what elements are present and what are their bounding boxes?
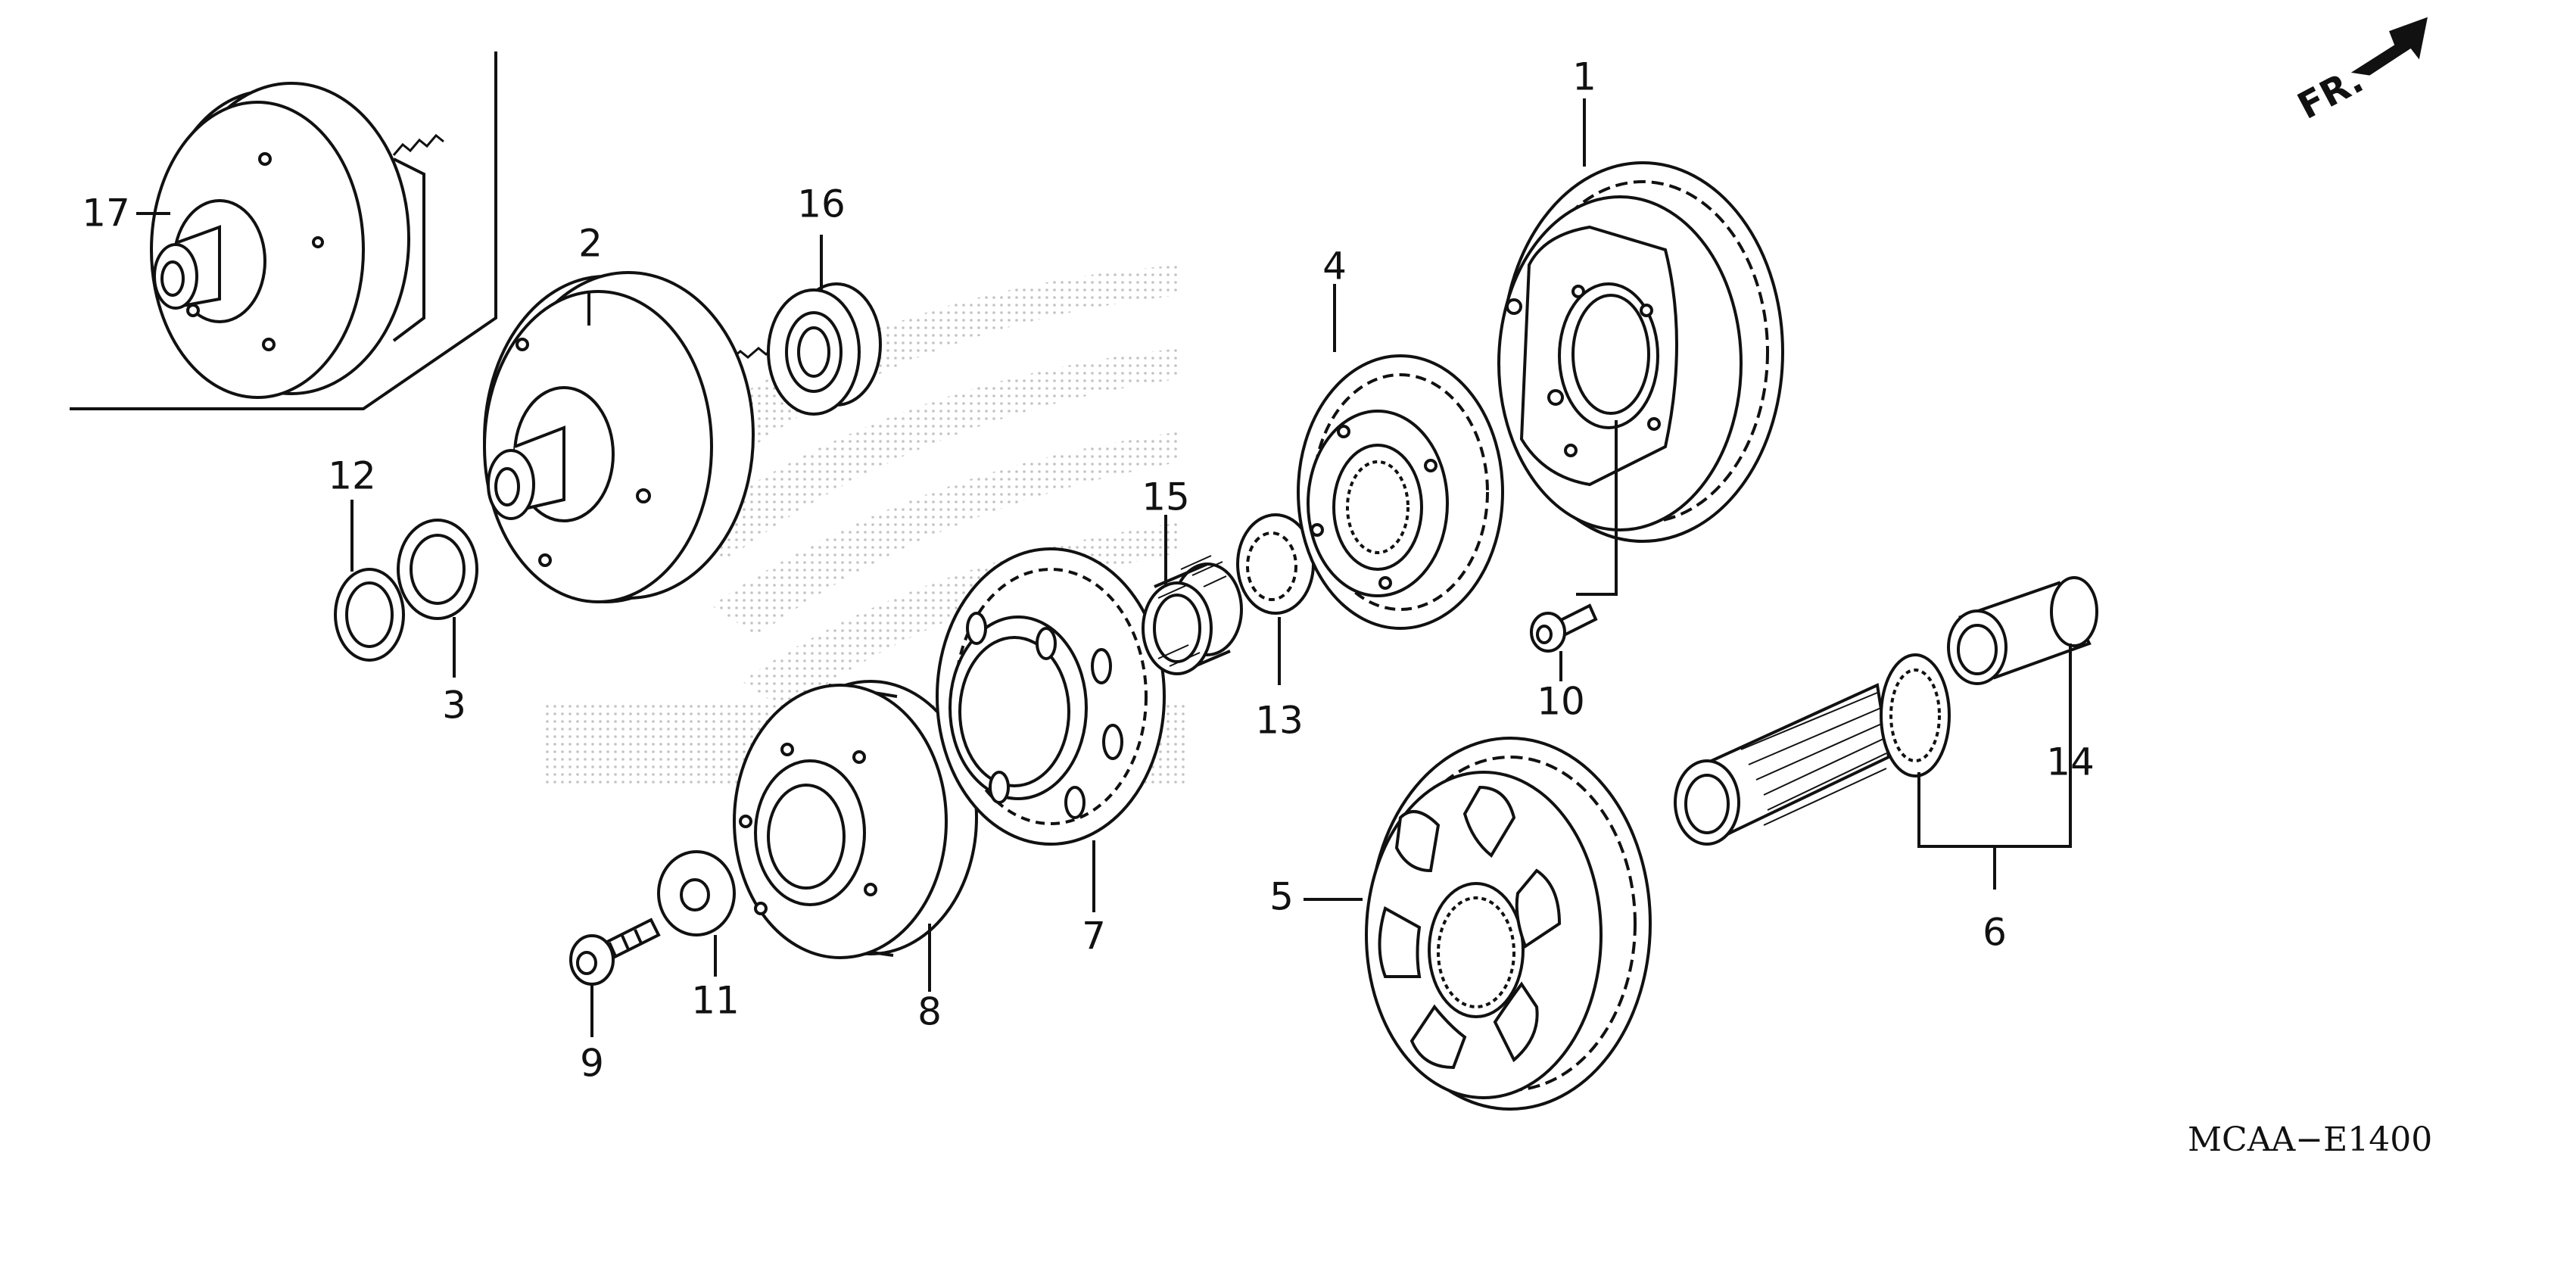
part-12-washer[interactable]: [334, 568, 405, 662]
callout-6: 6: [1983, 911, 2007, 955]
front-arrow-icon: [2350, 17, 2428, 76]
callout-14: 14: [2046, 740, 2095, 784]
part-3-washer[interactable]: [397, 519, 478, 620]
callout-4: 4: [1322, 245, 1347, 288]
callout-3: 3: [442, 684, 466, 728]
callout-2: 2: [578, 222, 603, 266]
callout-9: 9: [580, 1042, 604, 1086]
part-10-flange-bolt[interactable]: [1530, 603, 1598, 653]
inset-frame: [70, 51, 497, 410]
part-1-driven-gear[interactable]: [1497, 161, 1784, 543]
part-11-washer[interactable]: [657, 850, 736, 936]
callout-labels: 1 2 3 4 5 6 7 8 9 10 11 12 13 14 15 16 1…: [82, 55, 2095, 1086]
part-16-ball-bearing[interactable]: [767, 282, 882, 416]
callout-15: 15: [1142, 475, 1190, 519]
part-6-final-shaft[interactable]: [1674, 653, 1951, 846]
callout-11: 11: [691, 979, 740, 1023]
callout-13: 13: [1255, 699, 1304, 743]
callout-7: 7: [1082, 915, 1106, 958]
callout-17: 17: [82, 192, 130, 235]
front-direction-indicator: FR.: [2291, 17, 2428, 128]
part-15-needle-bearing[interactable]: [1142, 555, 1243, 675]
part-7-starter-driven-gear[interactable]: [936, 547, 1166, 846]
part-2-clutch-outer[interactable]: [483, 271, 777, 603]
leader-10a: [1576, 420, 1618, 596]
callout-16: 16: [797, 182, 846, 226]
part-8-drive-plate[interactable]: [733, 680, 978, 959]
part-17-clutch-assembly[interactable]: [150, 82, 444, 399]
part-13-lock-washer[interactable]: [1236, 513, 1315, 615]
callout-1: 1: [1572, 55, 1596, 99]
part-9-flange-bolt[interactable]: [569, 918, 661, 986]
part-14-collar[interactable]: [1947, 576, 2098, 685]
callout-5: 5: [1269, 875, 1294, 919]
part-5-final-gear[interactable]: [1365, 737, 1652, 1111]
callout-8: 8: [917, 990, 942, 1034]
callout-12: 12: [328, 454, 376, 498]
callout-10: 10: [1537, 680, 1585, 724]
part-4-primary-gear[interactable]: [1297, 354, 1504, 630]
diagram-code: MCAA−E1400: [2188, 1120, 2432, 1159]
